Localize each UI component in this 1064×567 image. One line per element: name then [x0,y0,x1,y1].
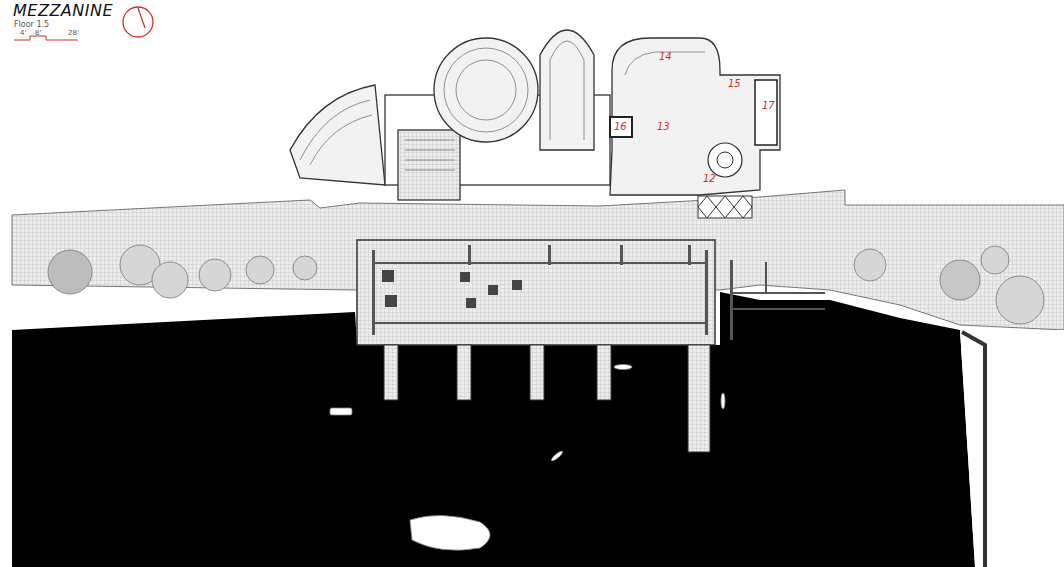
scale-label: 4' [20,30,26,37]
sea-wall [962,332,985,567]
piers [384,345,710,452]
shore-path [12,302,355,322]
room [755,80,777,145]
spiral-stair [717,152,733,168]
callout-number: 15 [728,79,741,89]
callout-number: 12 [703,174,716,184]
callout-number: 13 [657,122,670,132]
north-arrow-needle [138,8,145,28]
land [960,330,1064,567]
room [610,117,632,137]
buildings [290,30,780,200]
scale-label: 28' [68,30,79,37]
north-arrow [123,7,153,37]
floor-caption: Floor 1.5 [14,21,49,29]
seating [300,41,705,170]
lattice [698,196,752,218]
lattice [698,196,752,218]
scale-label: 8' [35,30,41,37]
spiral-stair [708,143,742,177]
callout-number: 16 [614,122,627,132]
tables [382,270,522,308]
boats [330,365,725,551]
pier-walls [372,245,825,340]
pier-hall [357,240,715,345]
callout-number: 14 [659,52,672,62]
plan-title: MEZZANINE [13,3,113,19]
callout-number: 17 [762,101,775,111]
